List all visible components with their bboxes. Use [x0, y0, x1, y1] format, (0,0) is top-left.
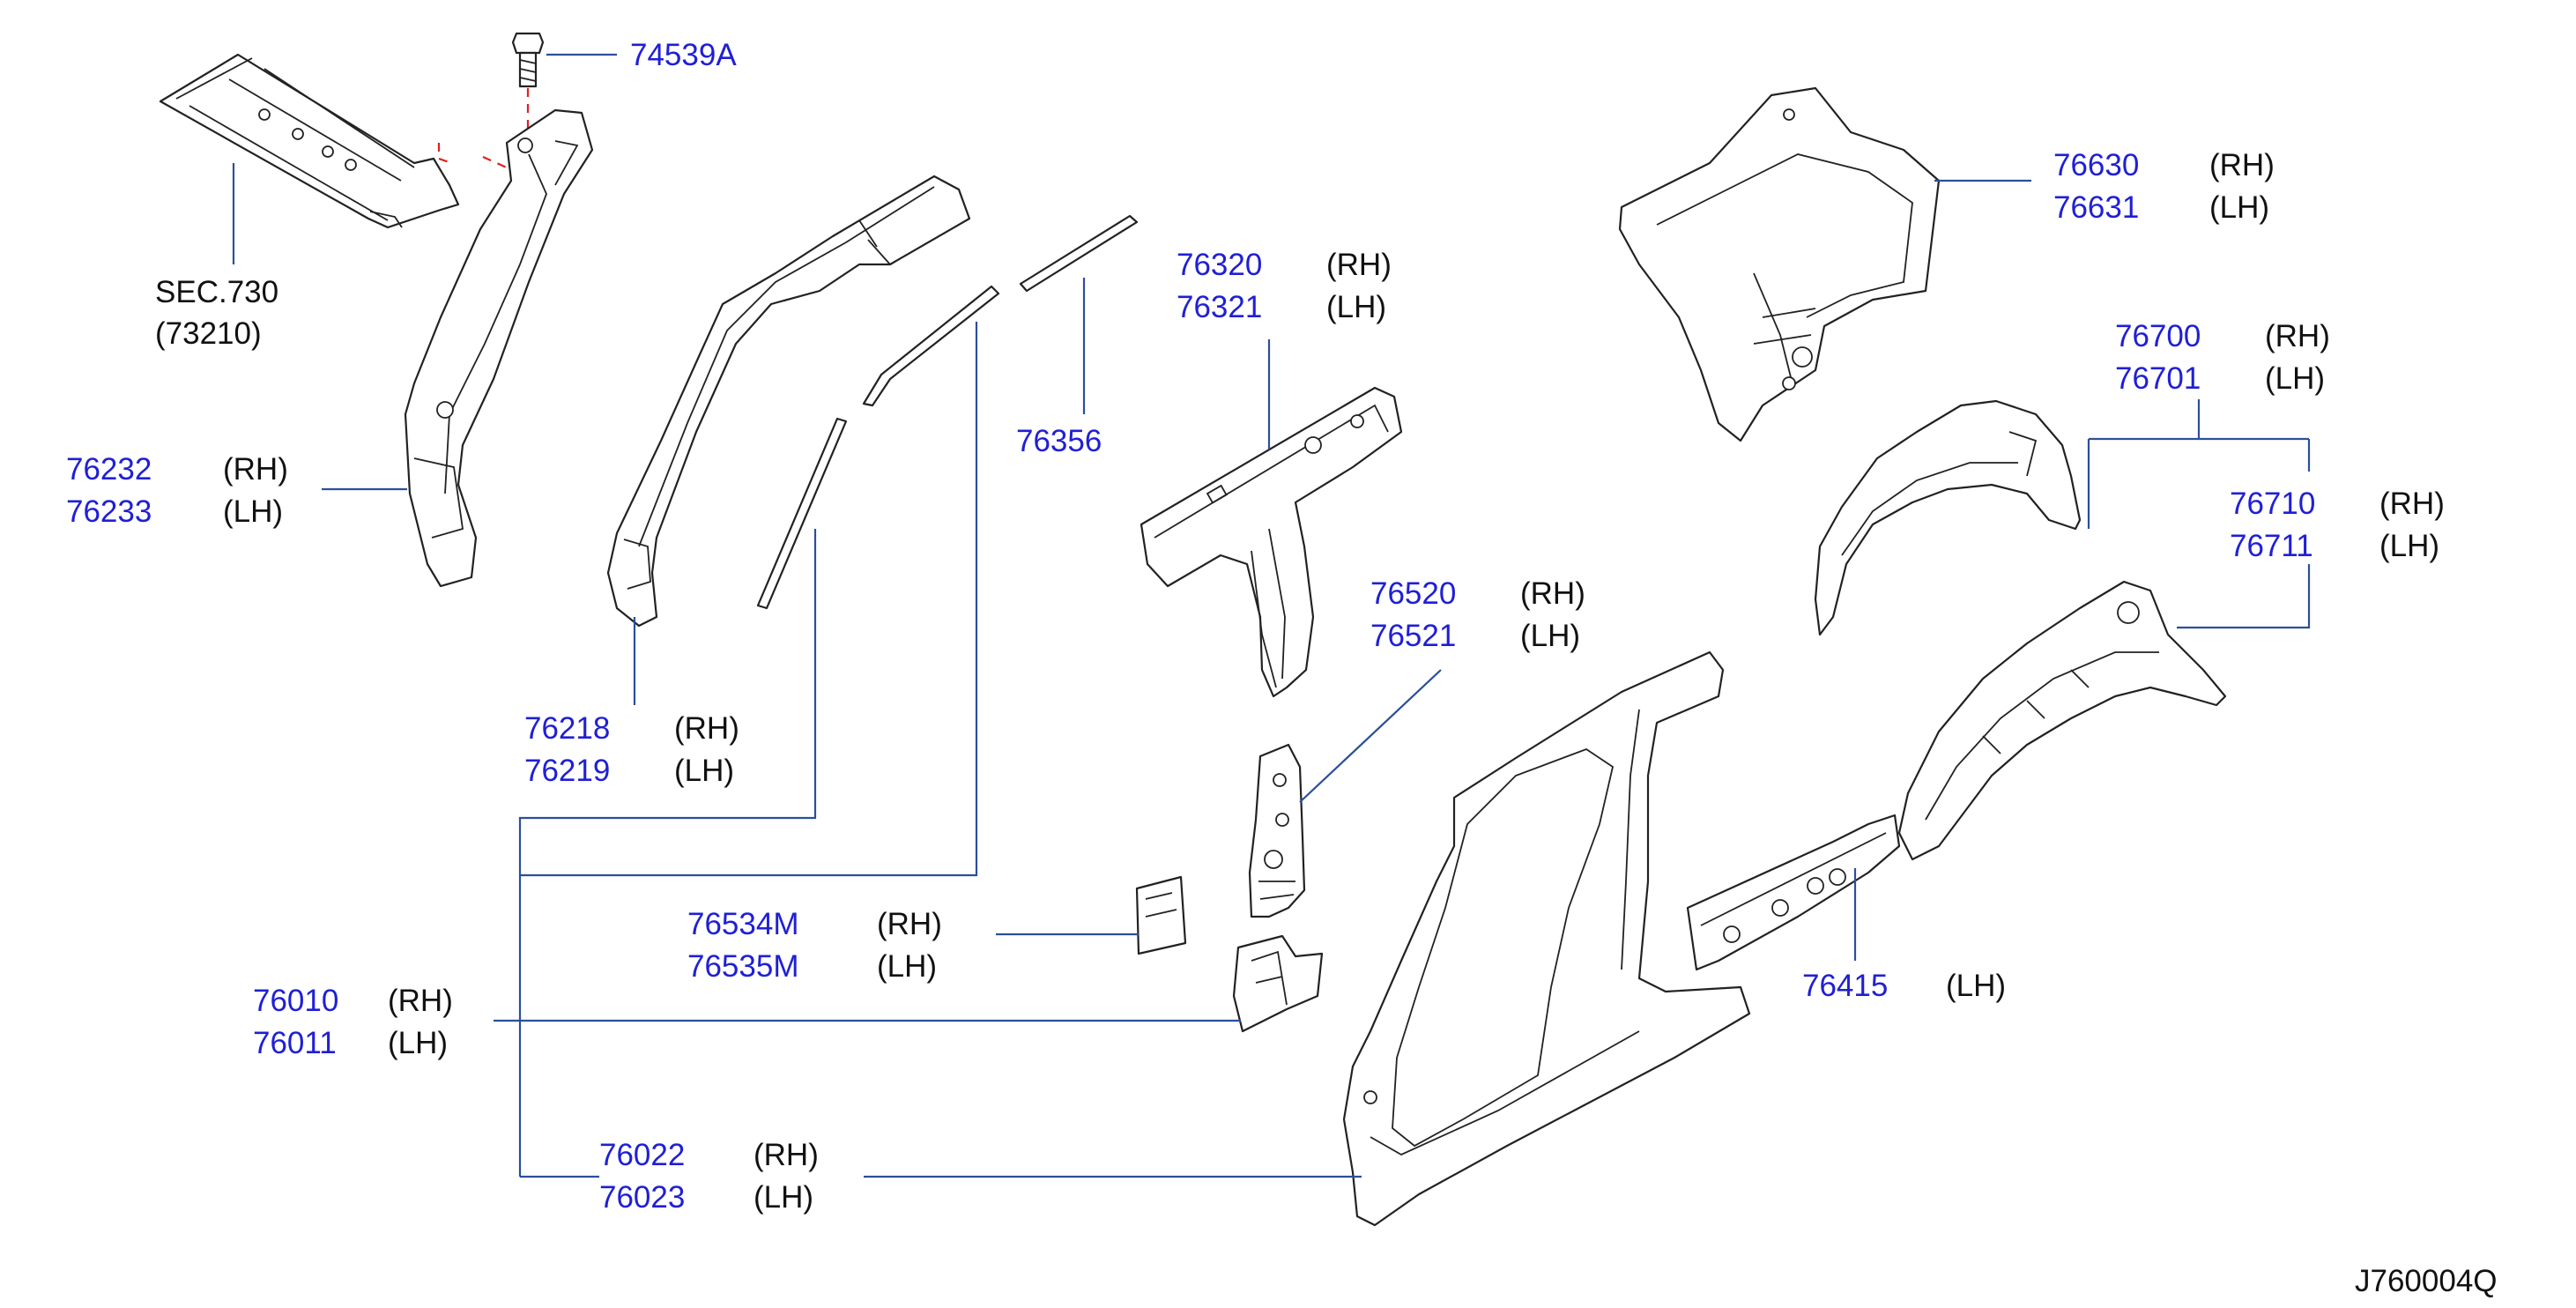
bracket-76534m-part[interactable]: [1135, 875, 1187, 955]
suffix-lh: (LH): [877, 949, 937, 984]
suffix-lh: (LH): [674, 754, 734, 788]
part-number-76631: 76631: [2053, 190, 2139, 225]
front-pillar-76232-part[interactable]: [404, 108, 594, 588]
part-number-76534m: 76534M: [687, 907, 798, 941]
part-number-76022: 76022: [599, 1138, 685, 1172]
callout-76520[interactable]: 76520 (RH) 76521 (LH): [1370, 576, 1585, 653]
part-number-76710: 76710: [2230, 487, 2315, 521]
callout-76022[interactable]: 76022 (RH) 76023 (LH): [599, 1138, 819, 1215]
suffix-rh: (RH): [388, 984, 453, 1018]
part-number-76011: 76011: [253, 1026, 337, 1060]
roof-rail-part[interactable]: [159, 53, 460, 229]
callout-sec730[interactable]: SEC.730 (73210): [155, 275, 278, 351]
callout-76320[interactable]: 76320 (RH) 76321 (LH): [1177, 248, 1392, 324]
suffix-rh: (RH): [223, 452, 288, 487]
leader-lines: [232, 53, 2311, 1178]
part-number-76415: 76415: [1802, 969, 1888, 1003]
suffix-rh: (RH): [2209, 148, 2275, 182]
suffix-lh: (LH): [2209, 190, 2269, 225]
suffix-lh: (LH): [1520, 619, 1580, 653]
callout-74539a[interactable]: 74539A: [630, 38, 737, 72]
body-side-outer-76022-part[interactable]: [1342, 650, 1751, 1227]
center-pillar-upper-76320-part[interactable]: [1140, 386, 1403, 698]
suffix-rh: (RH): [877, 907, 942, 941]
part-number-76219: 76219: [524, 754, 610, 788]
part-number-76233: 76233: [66, 494, 152, 529]
suffix-rh: (RH): [1326, 248, 1392, 282]
callout-76218[interactable]: 76218 (RH) 76219 (LH): [524, 711, 739, 788]
diagram-code: J760004Q: [2355, 1264, 2498, 1298]
suffix-lh: (LH): [1946, 969, 2006, 1003]
callout-76630[interactable]: 76630 (RH) 76631 (LH): [2053, 148, 2275, 225]
callout-76415[interactable]: 76415 (LH): [1802, 969, 2006, 1003]
suffix-lh: (LH): [2265, 361, 2325, 396]
wheelhouse-inner-76700-part[interactable]: [1814, 399, 2082, 636]
part-number-74539a: 74539A: [630, 38, 737, 72]
part-number-76711: 76711: [2230, 529, 2313, 563]
part-number-76520: 76520: [1370, 576, 1456, 611]
weatherstrip-76356-part[interactable]: [756, 214, 1139, 610]
part-number-76218: 76218: [524, 711, 610, 746]
suffix-lh: (LH): [753, 1180, 813, 1215]
callout-76534m[interactable]: 76534M (RH) 76535M (LH): [687, 907, 942, 984]
part-number-76320: 76320: [1177, 248, 1262, 282]
suffix-rh: (RH): [1520, 576, 1585, 611]
part-number-76535m: 76535M: [687, 949, 798, 984]
part-number-76321: 76321: [1177, 290, 1262, 324]
sec730-label: SEC.730: [155, 275, 278, 309]
part-number-76701: 76701: [2115, 361, 2201, 396]
callout-76356[interactable]: 76356: [1016, 424, 1102, 458]
wheelhouse-outer-76710-part[interactable]: [1897, 580, 2227, 861]
suffix-rh: (RH): [2379, 487, 2445, 521]
part-number-76232: 76232: [66, 452, 152, 487]
part-number-76700: 76700: [2115, 319, 2201, 353]
part-number-76010: 76010: [253, 984, 338, 1018]
suffix-lh: (LH): [2379, 529, 2439, 563]
suffix-rh: (RH): [2265, 319, 2330, 353]
callout-76710[interactable]: 76710 (RH) 76711 (LH): [2230, 487, 2445, 563]
center-pillar-reinforcement-76520-part[interactable]: [1248, 743, 1306, 918]
part-number-76630: 76630: [2053, 148, 2139, 182]
part-number-76521: 76521: [1370, 619, 1456, 653]
sec730-ref: (73210): [155, 316, 262, 351]
suffix-rh: (RH): [753, 1138, 819, 1172]
part-number-76356: 76356: [1016, 424, 1102, 458]
suffix-lh: (LH): [388, 1026, 448, 1060]
sill-reinforcement-76415-part[interactable]: [1686, 814, 1901, 971]
suffix-lh: (LH): [1326, 290, 1386, 324]
part-number-76023: 76023: [599, 1180, 685, 1215]
suffix-lh: (LH): [223, 494, 283, 529]
callout-76010[interactable]: 76010 (RH) 76011 (LH): [253, 984, 453, 1060]
a-pillar-76218-part[interactable]: [606, 175, 971, 628]
callout-76700[interactable]: 76700 (RH) 76701 (LH): [2115, 319, 2330, 396]
callout-76232[interactable]: 76232 (RH) 76233 (LH): [66, 452, 288, 529]
suffix-rh: (RH): [674, 711, 739, 746]
lower-bracket-76010-part[interactable]: [1232, 934, 1324, 1033]
rear-quarter-76630-part[interactable]: [1618, 86, 1941, 442]
